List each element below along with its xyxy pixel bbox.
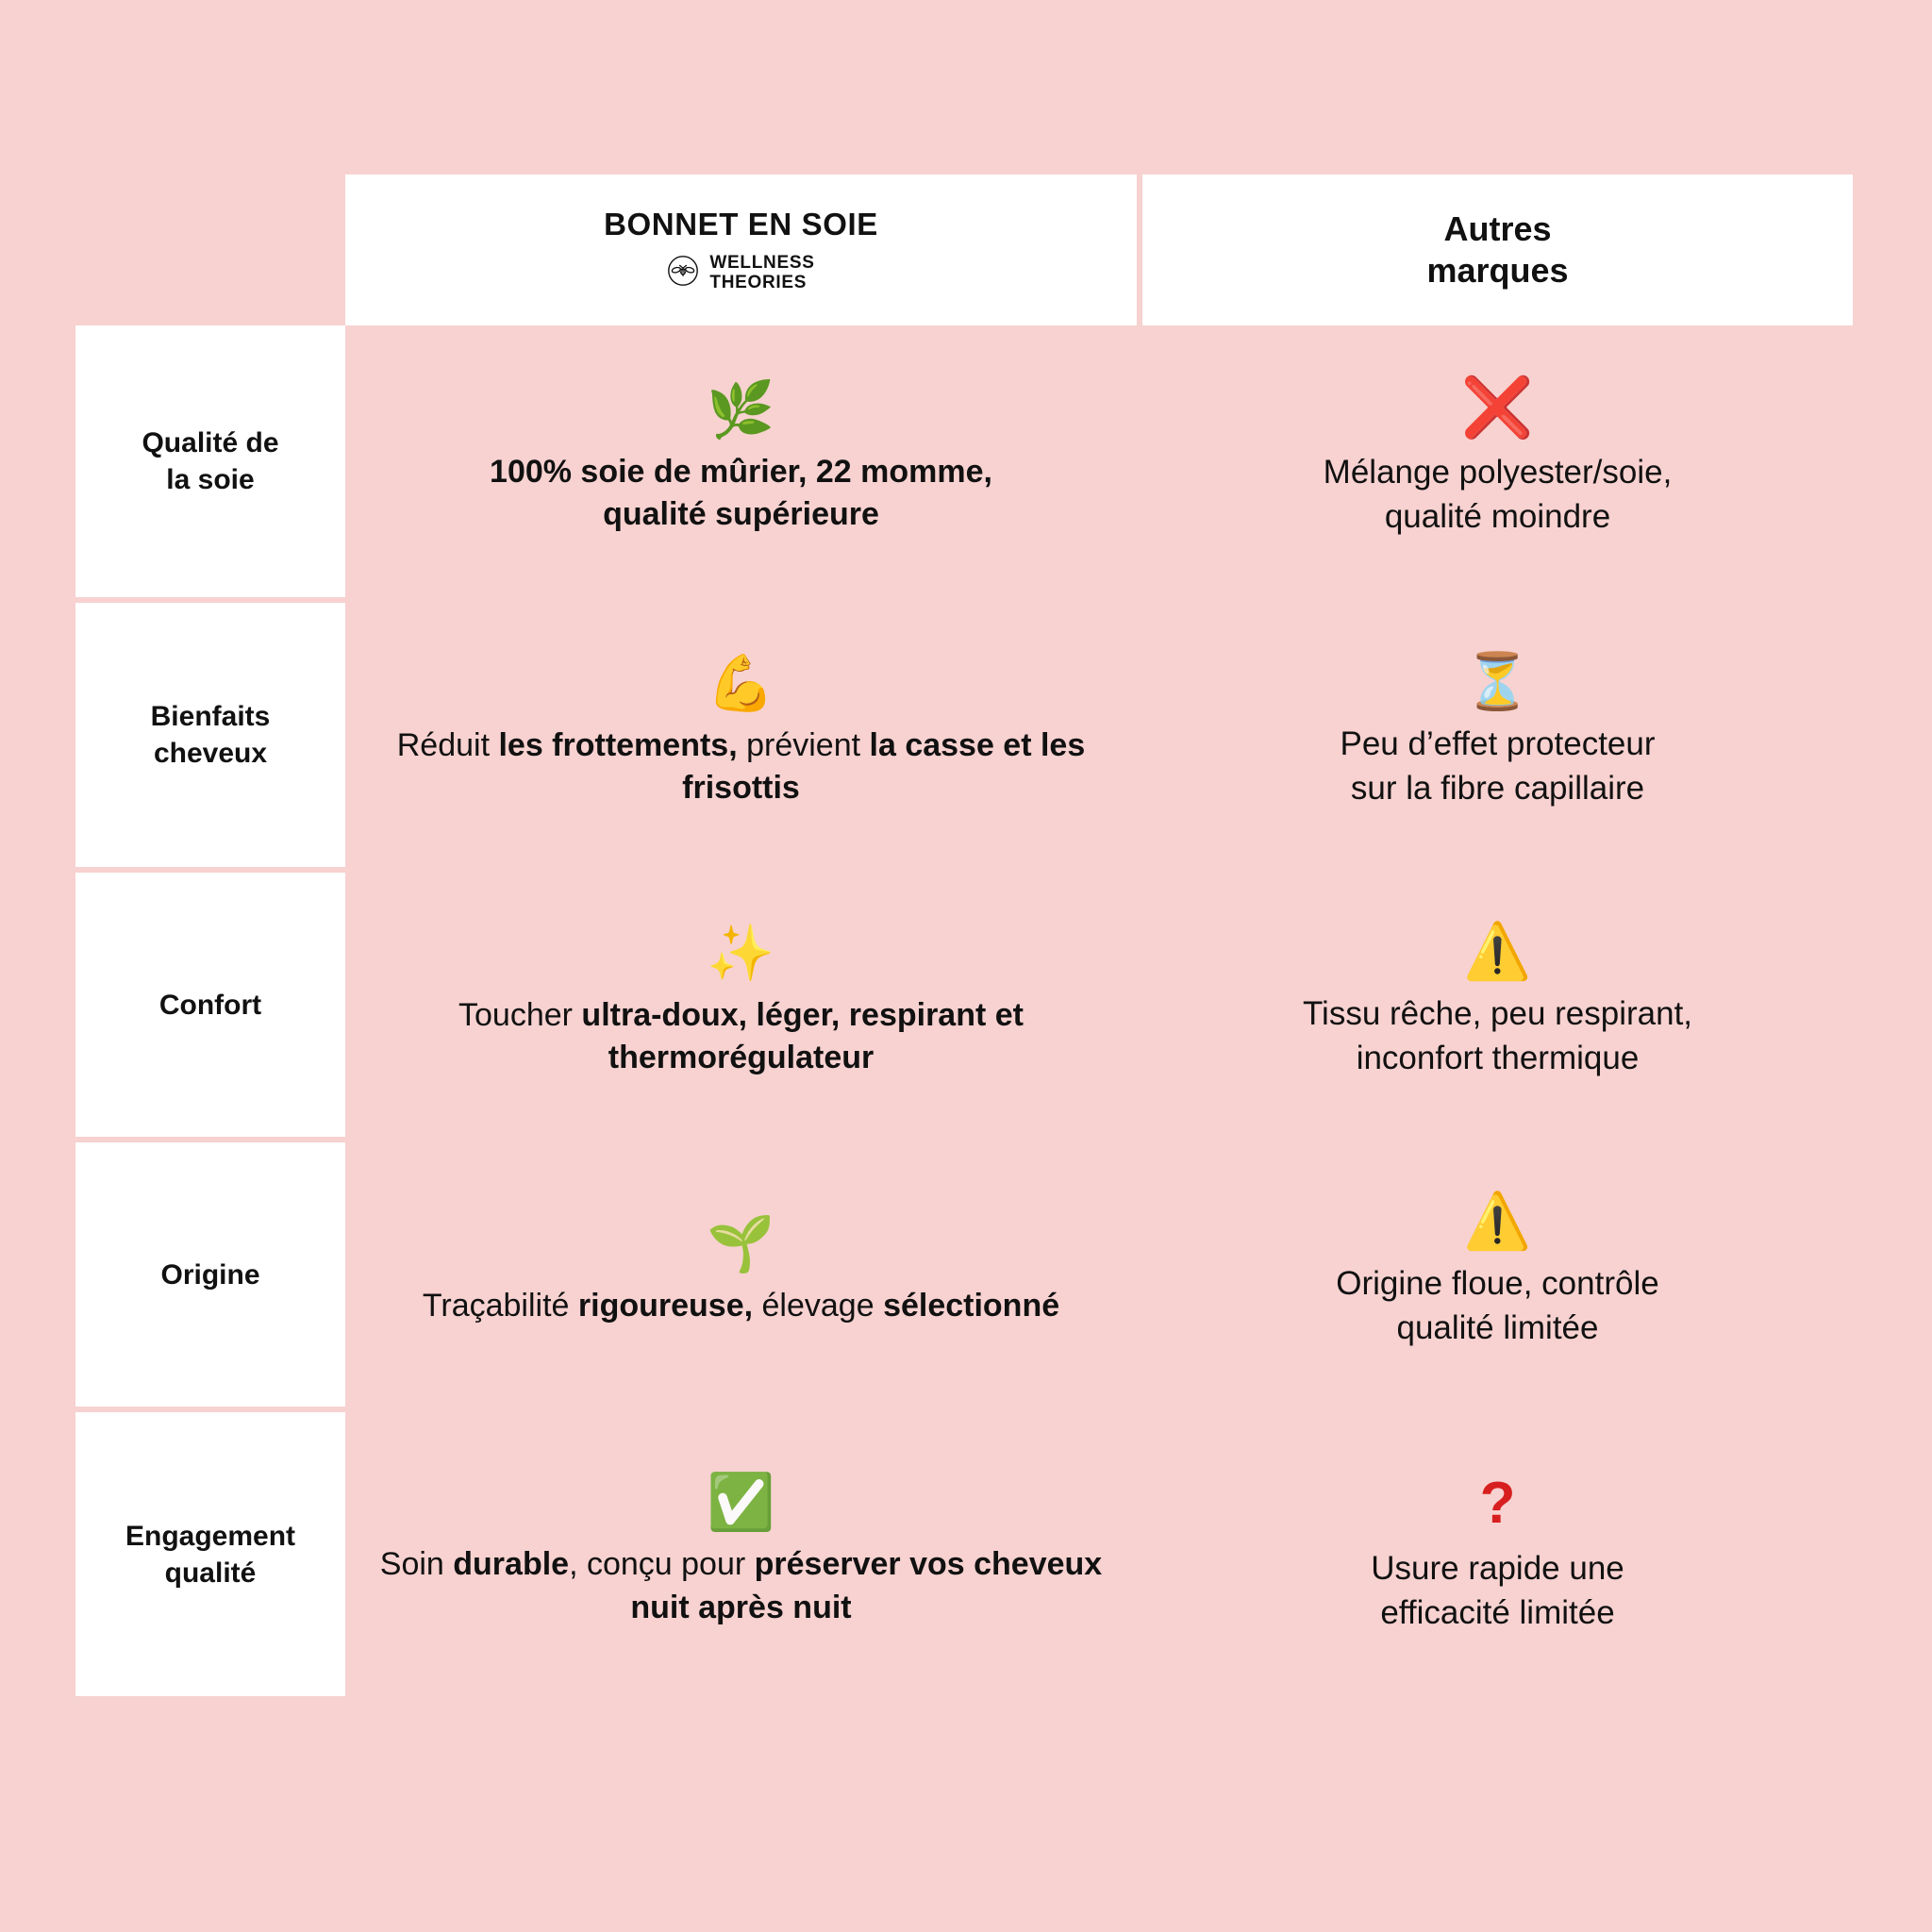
warning-triangle-icon: ⚠️ — [1463, 921, 1532, 983]
seg: , conçu pour — [569, 1546, 755, 1583]
cell-own-confort: ✨ Toucher ultra-doux, léger, respirant e… — [345, 873, 1142, 1142]
cell-other-bienfaits-cheveux: ⏳ Peu d’effet protecteur sur la fibre ca… — [1142, 603, 1853, 873]
cell-other-text-line-1: Peu d’effet protecteur — [1340, 725, 1656, 763]
cell-other-text: Peu d’effet protecteur sur la fibre capi… — [1340, 723, 1655, 810]
cell-own-qualite-de-la-soie: 🌿 100% soie de mûrier, 22 momme, qualité… — [345, 325, 1142, 603]
cell-other-text: Origine floue, contrôle qualité limitée — [1336, 1262, 1658, 1350]
comparison-table: BONNET EN SOIE — [75, 175, 1853, 1696]
cell-own-text-line-1: 100% soie de mûrier, 22 momme, — [490, 453, 992, 490]
row-label-confort: Confort — [75, 873, 345, 1142]
warning-triangle-icon: ⚠️ — [1463, 1191, 1532, 1253]
header-other-title-line-1: Autres — [1443, 209, 1552, 249]
seg-bold: les frottements, — [498, 726, 738, 763]
header-other-title: Autres marques — [1426, 208, 1568, 291]
cell-own-engagement-qualite: ✅ Soin durable, conçu pour préserver vos… — [345, 1412, 1142, 1696]
bee-logo-icon — [667, 255, 699, 291]
brand-lockup: WELLNESS THEORIES — [667, 253, 814, 293]
header-product-title: BONNET EN SOIE — [604, 207, 878, 242]
cell-other-qualite-de-la-soie: ❌ Mélange polyester/soie, qualité moindr… — [1142, 325, 1853, 603]
cell-own-text-line-2: qualité supérieure — [603, 496, 879, 532]
cell-other-text-line-2: qualité limitée — [1396, 1309, 1599, 1346]
red-question-mark-icon: ? — [1480, 1470, 1516, 1538]
seg-bold: durable — [453, 1546, 570, 1583]
header-product-column: BONNET EN SOIE — [345, 175, 1142, 325]
sparkles-icon: ✨ — [707, 922, 775, 984]
cell-own-text: Traçabilité rigoureuse, élevage sélectio… — [423, 1285, 1059, 1327]
row-label-qualite-de-la-soie: Qualité de la soie — [75, 325, 345, 603]
header-other-title-line-2: marques — [1426, 251, 1569, 290]
seg: Traçabilité — [422, 1288, 578, 1324]
cell-other-origine: ⚠️ Origine floue, contrôle qualité limit… — [1142, 1142, 1853, 1412]
header-corner-spacer — [75, 175, 345, 325]
cell-own-text: Réduit les frottements, prévient la cass… — [370, 724, 1112, 809]
cell-other-confort: ⚠️ Tissu rêche, peu respirant, inconfort… — [1142, 873, 1853, 1142]
red-cross-icon: ❌ — [1460, 375, 1535, 441]
brand-wordmark: WELLNESS THEORIES — [709, 253, 814, 293]
row-label-line-1: Qualité de — [142, 427, 279, 458]
seg: Réduit — [396, 726, 499, 763]
seedling-icon: 🌱 — [707, 1213, 775, 1275]
cell-other-text: Usure rapide une efficacité limitée — [1371, 1547, 1624, 1635]
header-other-column: Autres marques — [1142, 175, 1853, 325]
row-label-line-2: cheveux — [153, 738, 268, 769]
cell-other-text-line-2: qualité moindre — [1384, 498, 1611, 535]
green-check-icon: ✅ — [707, 1472, 775, 1534]
brand-line-1: WELLNESS — [709, 253, 815, 274]
cell-other-text-line-1: Tissu rêche, peu respirant, — [1302, 995, 1693, 1033]
row-label-line-1: Engagement — [125, 1520, 296, 1552]
seg-bold: la casse et les frisottis — [682, 726, 1086, 806]
seg: prévient — [737, 726, 870, 763]
row-label-line-1: Confort — [158, 989, 262, 1021]
cell-other-text-line-1: Usure rapide une — [1371, 1549, 1624, 1587]
cell-other-text-line-1: Mélange polyester/soie, — [1323, 454, 1673, 491]
row-label-engagement-qualite: Engagement qualité — [75, 1412, 345, 1696]
cell-other-text-line-2: efficacité limitée — [1380, 1593, 1615, 1631]
cell-other-text-line-2: inconfort thermique — [1356, 1040, 1640, 1076]
seg: Toucher — [458, 996, 582, 1033]
seg-bold: sélectionné — [883, 1288, 1060, 1324]
cell-other-text-line-2: sur la fibre capillaire — [1350, 770, 1645, 807]
row-label-bienfaits-cheveux: Bienfaits cheveux — [75, 603, 345, 873]
hourglass-icon: ⏳ — [1463, 651, 1532, 713]
cell-other-text: Tissu rêche, peu respirant, inconfort th… — [1303, 992, 1692, 1080]
flexed-biceps-icon: 💪 — [707, 652, 775, 714]
cell-other-engagement-qualite: ? Usure rapide une efficacité limitée — [1142, 1412, 1853, 1696]
cell-own-origine: 🌱 Traçabilité rigoureuse, élevage sélect… — [345, 1142, 1142, 1412]
cell-own-text: Toucher ultra-doux, léger, respirant et … — [370, 994, 1112, 1079]
cell-own-bienfaits-cheveux: 💪 Réduit les frottements, prévient la ca… — [345, 603, 1142, 873]
seg-bold: rigoureuse, — [577, 1288, 754, 1324]
row-label-line-2: qualité — [164, 1557, 257, 1589]
cell-other-text: Mélange polyester/soie, qualité moindre — [1324, 451, 1673, 539]
cell-other-text-line-1: Origine floue, contrôle — [1336, 1265, 1659, 1303]
herb-leaf-icon: 🌿 — [707, 378, 775, 441]
row-label-line-2: la soie — [166, 464, 255, 495]
seg: Soin — [379, 1546, 454, 1583]
row-label-line-1: Origine — [160, 1258, 260, 1291]
cell-own-text: Soin durable, conçu pour préserver vos c… — [370, 1543, 1112, 1628]
cell-own-text: 100% soie de mûrier, 22 momme, qualité s… — [490, 451, 992, 536]
row-label-origine: Origine — [75, 1142, 345, 1412]
red-question-mark-glyph: ? — [1479, 1470, 1516, 1536]
seg: élevage — [753, 1288, 884, 1324]
brand-line-2: THEORIES — [709, 273, 808, 293]
seg-bold: ultra-doux, léger, respirant et thermoré… — [581, 996, 1024, 1075]
row-label-line-1: Bienfaits — [150, 701, 271, 732]
seg-bold: préserver vos cheveux nuit après nuit — [630, 1546, 1103, 1625]
